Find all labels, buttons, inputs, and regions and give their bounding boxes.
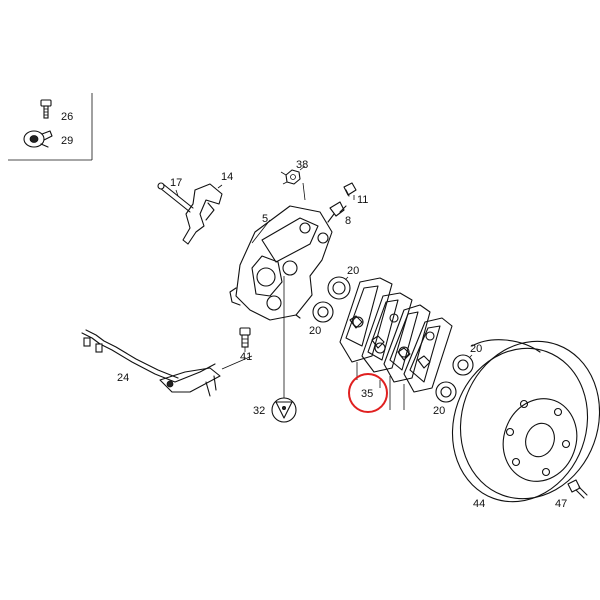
brake-disc-44-icon (451, 339, 600, 503)
label-24: 24 (117, 372, 129, 384)
label-32: 32 (253, 405, 265, 417)
label-8: 8 (345, 215, 351, 227)
brake-pads-35-icon (339, 277, 453, 393)
seal-20-lower-icon (312, 301, 334, 323)
seal-20-right-upper-icon (452, 354, 474, 376)
bolt-26-icon (40, 99, 52, 119)
seal-20-upper-icon (327, 276, 351, 300)
label-20-d: 20 (433, 405, 445, 417)
label-5: 5 (262, 213, 268, 225)
spring-clip-14-icon (182, 183, 223, 245)
wear-sensor-24-icon (81, 329, 221, 397)
bleeder-valve-8-icon (327, 201, 347, 223)
seal-20-right-lower-icon (435, 381, 457, 403)
bolt-41-icon (239, 327, 251, 348)
label-35: 35 (361, 388, 373, 400)
label-29: 29 (61, 135, 73, 147)
bleeder-11-icon (343, 182, 357, 197)
label-20-a: 20 (347, 265, 359, 277)
label-47: 47 (555, 498, 567, 510)
highlight-circle-35 (348, 373, 388, 413)
caliper-housing-5-icon (229, 205, 333, 321)
label-11: 11 (357, 194, 368, 206)
screw-47-icon (567, 479, 588, 499)
label-20-c: 20 (470, 343, 482, 355)
nut-38-icon (280, 169, 301, 185)
label-17: 17 (170, 177, 182, 189)
cover-32-icon (271, 397, 297, 423)
label-14: 14 (221, 171, 233, 183)
label-44: 44 (473, 498, 485, 510)
label-26: 26 (61, 111, 73, 123)
inset-box (8, 93, 93, 161)
label-38: 38 (296, 159, 308, 171)
label-20-b: 20 (309, 325, 321, 337)
clip-29-icon (23, 130, 53, 148)
